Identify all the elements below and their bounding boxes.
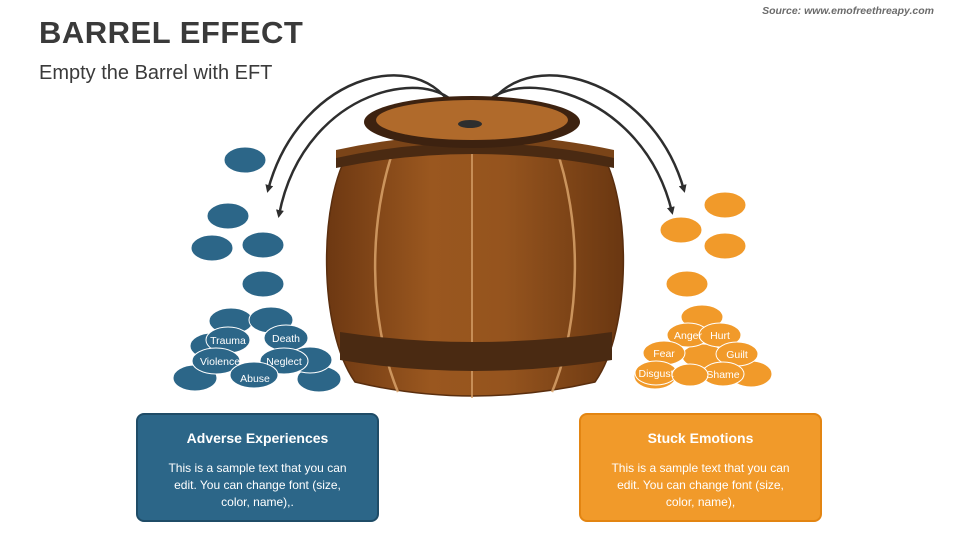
adverse-experiences-title: Adverse Experiences: [186, 430, 329, 446]
barrel-hole: [458, 120, 482, 128]
falling-coin: [703, 232, 747, 260]
barrel-bottom-band: [340, 332, 612, 371]
left-coin-pile: [172, 146, 342, 393]
coin-label-abuse: Abuse: [240, 373, 270, 385]
pile-coin: [229, 361, 279, 389]
coin-label-fear: Fear: [653, 348, 675, 360]
right-pile-labels: Anger Hurt Fear Guilt Disgust Shame: [638, 330, 747, 381]
falling-coin: [665, 270, 709, 298]
falling-coin: [206, 202, 250, 230]
stuck-emotions-title: Stuck Emotions: [647, 430, 754, 446]
coin-label-trauma: Trauma: [210, 335, 246, 347]
coin-label-neglect: Neglect: [266, 356, 302, 368]
source-credit: Source: www.emofreethreapy.com: [762, 5, 934, 17]
page-subtitle: Empty the Barrel with EFT: [39, 62, 273, 84]
coin-label-anger: Anger: [674, 330, 703, 342]
adverse-experiences-text: This is a sample text that you can edit.…: [168, 461, 347, 509]
adverse-experiences-box: Adverse Experiences This is a sample tex…: [136, 413, 379, 522]
falling-coin: [223, 146, 267, 174]
coin-label-disgust: Disgust: [638, 368, 673, 380]
left-pile-labels: Trauma Death Violence Neglect Abuse: [200, 333, 302, 385]
coin-label-death: Death: [272, 333, 300, 345]
coin-label-violence: Violence: [200, 356, 240, 368]
pile-coin: [191, 347, 241, 375]
falling-coin: [241, 231, 285, 259]
falling-coin: [241, 270, 285, 298]
arrow-right-outer: [480, 74, 687, 193]
coin-label-guilt: Guilt: [726, 349, 748, 361]
falling-coin: [190, 234, 234, 262]
barrel-top-band: [336, 140, 614, 168]
falling-coin: [703, 191, 747, 219]
coin-label-hurt: Hurt: [710, 330, 730, 342]
page-title: BARREL EFFECT: [39, 15, 304, 50]
stuck-emotions-box: Stuck Emotions This is a sample text tha…: [579, 413, 822, 522]
stuck-emotions-text: This is a sample text that you can edit.…: [611, 461, 790, 509]
coin-label-shame: Shame: [706, 369, 739, 381]
barrel-lid: [376, 100, 568, 140]
pile-coin: [671, 363, 709, 387]
right-coin-pile: [633, 191, 773, 390]
barrel-graphic: [325, 96, 625, 398]
falling-coin: [659, 216, 703, 244]
